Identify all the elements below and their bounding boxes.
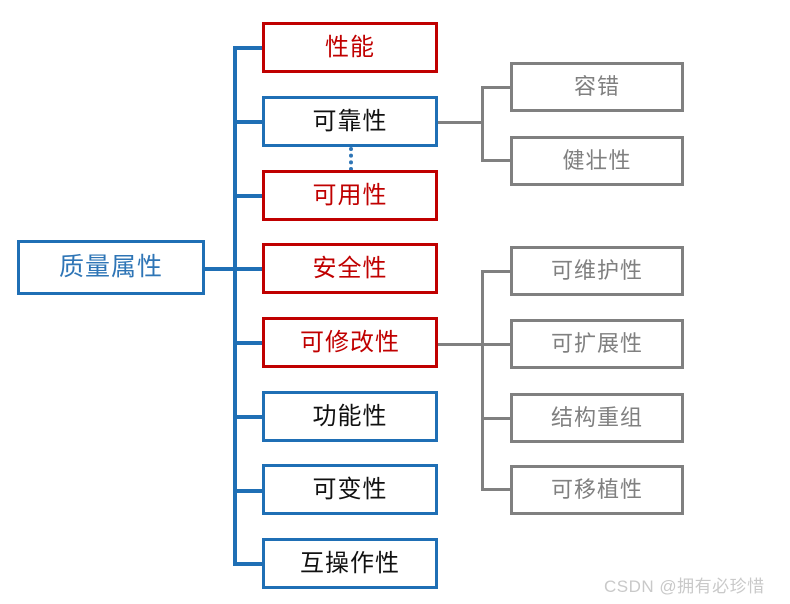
node-label: 可变性 [312,475,388,503]
node-restructuring[interactable]: 结构重组 [510,393,684,443]
node-label: 可移植性 [550,477,643,502]
node-root-quality-attributes[interactable]: 质量属性 [17,240,205,295]
node-interoperability[interactable]: 互操作性 [262,538,438,589]
node-robustness[interactable]: 健壮性 [510,136,684,186]
node-label: 可维护性 [550,258,643,283]
node-label: 可靠性 [312,107,388,135]
node-label: 互操作性 [300,549,400,577]
node-label: 性能 [325,33,375,61]
node-performance[interactable]: 性能 [262,22,438,73]
connector-modifiability-trunk [481,270,484,490]
connector-reliability-child-1 [481,159,511,162]
node-availability[interactable]: 可用性 [262,170,438,221]
node-functionality[interactable]: 功能性 [262,391,438,442]
connector-stub-branch-5 [233,415,264,419]
connector-stub-branch-0 [233,46,264,50]
node-maintainability[interactable]: 可维护性 [510,246,684,296]
connector-modifiability-child-2 [481,417,511,420]
connector-dotted-reliability-availability [349,147,353,171]
node-label: 功能性 [312,402,388,430]
node-label: 容错 [573,74,620,99]
node-label: 结构重组 [550,405,643,430]
connector-root-to-trunk [205,267,237,271]
connector-reliability-out [438,121,484,124]
watermark-text: CSDN @拥有必珍惜 [604,577,765,596]
connector-modifiability-out [438,343,484,346]
connector-stub-branch-2 [233,194,264,198]
connector-stub-branch-7 [233,562,264,566]
node-label: 可扩展性 [550,331,643,356]
connector-reliability-trunk [481,86,484,161]
node-label: 安全性 [312,254,388,282]
node-label: 质量属性 [58,253,163,281]
node-modifiability[interactable]: 可修改性 [262,317,438,368]
connector-main-trunk [233,46,237,564]
node-label: 可修改性 [300,328,400,356]
node-portability[interactable]: 可移植性 [510,465,684,515]
connector-stub-branch-6 [233,489,264,493]
connector-modifiability-child-3 [481,488,511,491]
connector-modifiability-child-0 [481,270,511,273]
node-security[interactable]: 安全性 [262,243,438,294]
node-label: 可用性 [312,181,388,209]
node-fault-tolerance[interactable]: 容错 [510,62,684,112]
connector-stub-branch-1 [233,120,264,124]
node-label: 健壮性 [562,148,632,173]
node-reliability[interactable]: 可靠性 [262,96,438,147]
connector-modifiability-child-1 [481,343,511,346]
node-extensibility[interactable]: 可扩展性 [510,319,684,369]
connector-stub-branch-4 [233,341,264,345]
connector-stub-branch-3 [233,267,264,271]
connector-reliability-child-0 [481,86,511,89]
node-variability[interactable]: 可变性 [262,464,438,515]
